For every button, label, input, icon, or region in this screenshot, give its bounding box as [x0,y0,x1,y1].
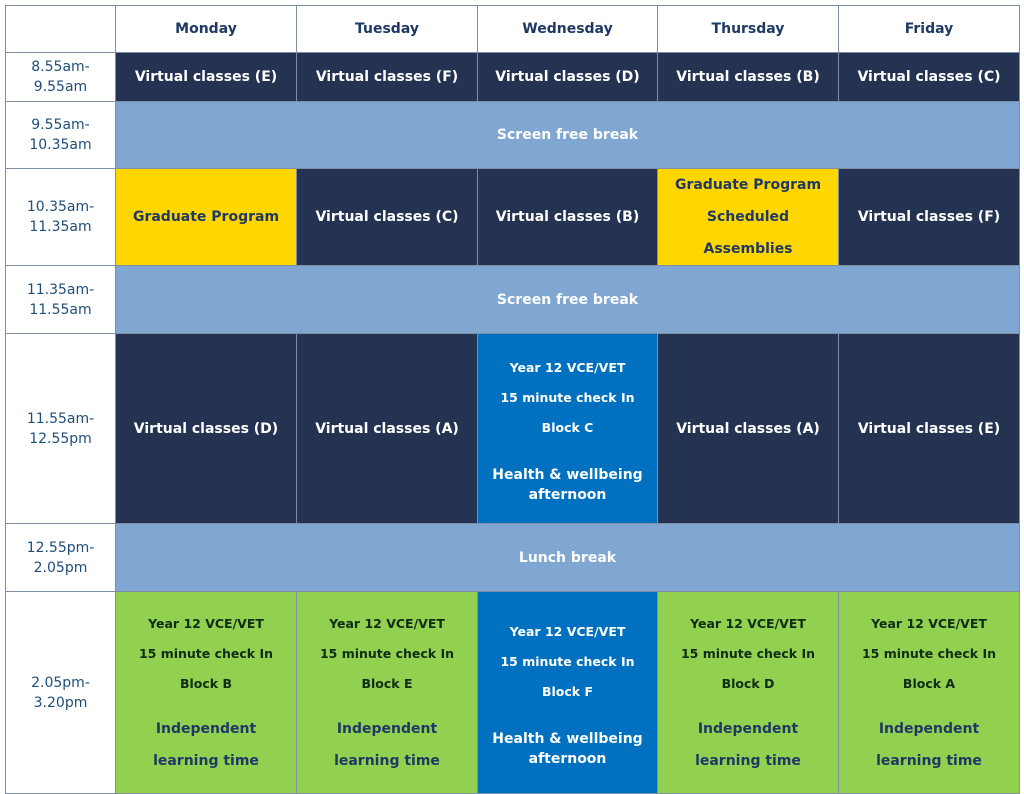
header-row: Monday Tuesday Wednesday Thursday Friday [5,5,1020,53]
period-row: 10.35am- 11.35am Graduate Program Virtua… [5,168,1020,266]
cell-line: learning time [876,752,982,769]
cell-line: Year 12 VCE/VET [509,623,626,639]
time-label: 11.55am- [26,410,95,427]
timetable-container: Monday Tuesday Wednesday Thursday Friday… [5,5,1020,794]
corner-cell [5,5,116,53]
cell-line: Block A [902,675,956,691]
break-cell: Screen free break [115,265,1020,334]
cell-line: 15 minute check In [861,645,997,661]
class-cell: Virtual classes (E) [838,333,1020,524]
cell-line: Independent [155,720,257,737]
class-cell: Virtual classes (C) [296,168,478,266]
break-row: 9.55am- 10.35am Screen free break [5,101,1020,169]
cell-line: afternoon [528,486,607,503]
wellbeing-cell: Year 12 VCE/VET 15 minute check In Block… [477,591,658,794]
cell-line: 15 minute check In [500,389,635,405]
cell-line: 15 minute check In [319,645,455,661]
cell-line: 15 minute check In [680,645,816,661]
check-in-cell: Year 12 VCE/VET 15 minute check In Block… [296,591,478,794]
time-cell: 11.35am- 11.55am [5,265,116,334]
time-label: 9.55am- [31,117,90,133]
time-label: 2.05pm [33,559,88,576]
class-cell: Virtual classes (D) [115,333,297,524]
cell-line: Scheduled Assemblies [703,209,793,257]
cell-line: Health & wellbeing [492,730,643,747]
cell-line: Year 12 VCE/VET [690,615,806,631]
class-cell: Virtual classes (F) [296,52,478,102]
time-label: 11.35am [29,219,92,235]
day-header: Wednesday [477,5,658,53]
timetable: Monday Tuesday Wednesday Thursday Friday… [5,5,1020,794]
time-label: 11.35am- [26,281,95,298]
day-header: Monday [115,5,297,53]
period-row: 11.55am- 12.55pm Virtual classes (D) Vir… [5,333,1020,524]
class-cell: Virtual classes (B) [477,168,658,266]
cell-line: Graduate Program [674,177,822,193]
cell-line: learning time [334,752,440,769]
class-cell: Virtual classes (A) [296,333,478,524]
cell-line: Year 12 VCE/VET [329,615,445,631]
check-in-cell: Year 12 VCE/VET 15 minute check In Block… [115,591,297,794]
time-label: 10.35am [29,137,92,153]
time-label: 2.05pm- [31,674,90,691]
cell-line: Block F [541,683,593,699]
break-row: 11.35am- 11.55am Screen free break [5,265,1020,334]
class-cell: Virtual classes (E) [115,52,297,102]
cell-line: Health & wellbeing [492,466,643,483]
class-cell: Virtual classes (D) [477,52,658,102]
graduate-program-cell: Graduate Program Scheduled Assemblies [657,168,839,266]
day-header: Tuesday [296,5,478,53]
period-row: 8.55am-9.55am Virtual classes (E) Virtua… [5,52,1020,102]
class-cell: Virtual classes (A) [657,333,839,524]
time-label: 12.55pm [29,430,92,447]
cell-line: Independent [336,720,438,737]
time-label: 8.55am-9.55am [31,59,90,95]
break-row: 12.55pm- 2.05pm Lunch break [5,523,1020,592]
class-cell: Virtual classes (B) [657,52,839,102]
time-cell: 8.55am-9.55am [5,52,116,102]
cell-line: Year 12 VCE/VET [509,359,626,375]
cell-line: learning time [153,752,259,769]
cell-line: afternoon [528,750,607,767]
cell-line: Independent [878,720,980,737]
day-header: Friday [838,5,1020,53]
time-cell: 11.55am- 12.55pm [5,333,116,524]
cell-line: 15 minute check In [138,645,274,661]
day-header: Thursday [657,5,839,53]
cell-line: Block B [179,675,232,691]
cell-line: Block E [361,675,413,691]
time-cell: 10.35am- 11.35am [5,168,116,266]
time-cell: 12.55pm- 2.05pm [5,523,116,592]
cell-line: Independent [697,720,799,737]
time-label: 10.35am- [26,199,95,215]
cell-line: Block D [721,675,775,691]
time-label: 11.55am [29,301,92,318]
cell-line: Year 12 VCE/VET [148,615,264,631]
time-cell: 9.55am- 10.35am [5,101,116,169]
wellbeing-cell: Year 12 VCE/VET 15 minute check In Block… [477,333,658,524]
class-cell: Virtual classes (F) [838,168,1020,266]
graduate-program-cell: Graduate Program [115,168,297,266]
time-cell: 2.05pm- 3.20pm [5,591,116,794]
lunch-cell: Lunch break [115,523,1020,592]
time-label: 12.55pm- [26,539,95,556]
time-label: 3.20pm [33,694,88,711]
cell-line: learning time [695,752,801,769]
class-cell: Virtual classes (C) [838,52,1020,102]
break-cell: Screen free break [115,101,1020,169]
cell-line: Block C [541,419,594,435]
cell-line: 15 minute check In [500,653,635,669]
period-row: 2.05pm- 3.20pm Year 12 VCE/VET 15 minute… [5,591,1020,794]
check-in-cell: Year 12 VCE/VET 15 minute check In Block… [657,591,839,794]
check-in-cell: Year 12 VCE/VET 15 minute check In Block… [838,591,1020,794]
cell-line: Year 12 VCE/VET [871,615,987,631]
